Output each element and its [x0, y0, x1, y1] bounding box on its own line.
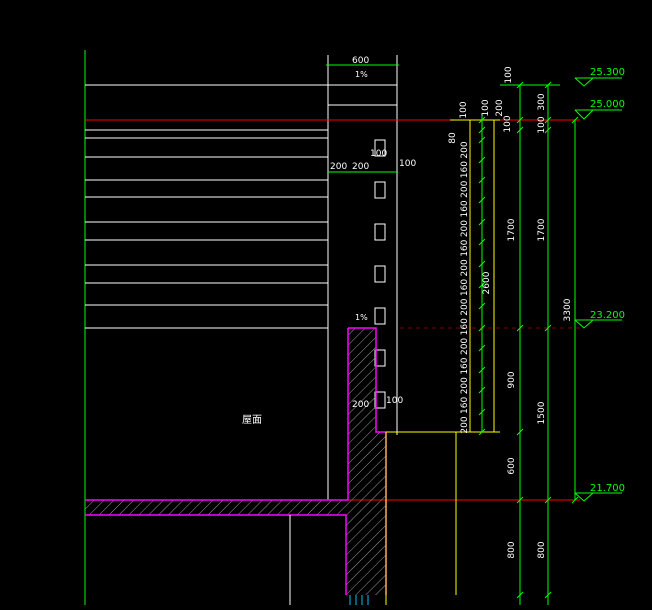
- dim-label-stack: 160: [460, 200, 470, 217]
- dim-label-col2: 2600: [482, 271, 492, 294]
- dim-label-stack: 200: [460, 259, 470, 276]
- dim-label-stack: 200: [460, 141, 470, 158]
- dim-label-stack: 160: [460, 396, 470, 413]
- parapet-slab-outline: [85, 327, 387, 595]
- label-top-width: 600: [352, 56, 369, 66]
- dim-tick: [544, 496, 552, 504]
- dim-label-col2: 100: [503, 115, 513, 132]
- elevation-marker-4: 21.700: [574, 483, 625, 502]
- louver-lines: [85, 129, 328, 329]
- dim-tick: [478, 238, 486, 246]
- dim-tick: [544, 126, 552, 134]
- dim-tick: [571, 116, 579, 124]
- dim-tick: [478, 281, 486, 289]
- window-opening: [374, 139, 386, 157]
- label-roof: 屋面: [242, 414, 262, 426]
- dim-label-col3: 800: [507, 541, 517, 558]
- dim-label-stack: 160: [460, 357, 470, 374]
- dim-tick: [516, 324, 524, 332]
- dim-tick: [544, 116, 552, 124]
- dim-tick: [478, 302, 486, 310]
- label-gap-100-b: 100: [399, 159, 416, 169]
- dim-tick: [544, 81, 552, 89]
- dim-tick: [478, 428, 486, 436]
- dim-tick: [478, 344, 486, 352]
- dim-tick: [516, 116, 524, 124]
- dim-tick: [478, 116, 486, 124]
- dim-label-col1: 100: [459, 101, 469, 118]
- dim-label-col4: 1700: [537, 218, 547, 241]
- dim-label-col2: 200: [495, 99, 505, 116]
- elevation-23-200: 23.200: [590, 310, 625, 321]
- dim-tick: [478, 386, 486, 394]
- dim-label-col4: 300: [537, 93, 547, 110]
- dim-label-col3: 1700: [507, 218, 517, 241]
- label-parapet-100: 100: [386, 396, 403, 406]
- dim-tick: [516, 428, 524, 436]
- dim-ticks: [478, 81, 579, 599]
- dim-tick: [478, 260, 486, 268]
- dim-label-stack: 200: [460, 298, 470, 315]
- dim-tick: [478, 136, 486, 144]
- dim-label-col4: 1500: [537, 401, 547, 424]
- dim-tick: [516, 81, 524, 89]
- dim-label-col5: 3300: [563, 298, 573, 321]
- dim-label-col3: 100: [537, 116, 547, 133]
- elevation-21-700: 21.700: [590, 483, 625, 494]
- dim-label-stack: 160: [460, 239, 470, 256]
- dim-label-stack: 200: [460, 416, 470, 433]
- dim-tick: [478, 408, 486, 416]
- dim-label-stack: 200: [460, 377, 470, 394]
- dim-label-stack: 160: [460, 161, 470, 178]
- dim-label-col1: 80: [448, 132, 458, 144]
- label-parapet-200: 200: [352, 400, 369, 410]
- dim-tick: [478, 176, 486, 184]
- dim-label-col3: 900: [507, 371, 517, 388]
- window-opening: [374, 181, 386, 199]
- label-slope-top: 1%: [355, 70, 368, 79]
- dim-label-stack: 200: [460, 338, 470, 355]
- label-gap-100-a: 100: [370, 149, 387, 159]
- dim-label-stack: 200: [460, 220, 470, 237]
- dim-tick: [478, 156, 486, 164]
- window-opening: [374, 265, 386, 283]
- dim-label-col3: 600: [507, 457, 517, 474]
- dim-tick: [544, 591, 552, 599]
- dim-label-stack: 200: [460, 180, 470, 197]
- label-slope-mid: 1%: [355, 313, 368, 322]
- window-opening: [374, 307, 386, 325]
- elevation-marker-1: 25.300: [574, 67, 625, 87]
- dim-tick: [516, 126, 524, 134]
- dim-label-stack: 160: [460, 279, 470, 296]
- label-dim-200-right: 200: [352, 162, 369, 172]
- dim-tick: [478, 324, 486, 332]
- dim-tick: [478, 196, 486, 204]
- elevation-25-300: 25.300: [590, 67, 625, 78]
- dim-label-col1: 100: [481, 99, 491, 116]
- window-openings: [374, 139, 386, 409]
- label-dim-200-left: 200: [330, 162, 347, 172]
- dim-tick: [571, 496, 579, 504]
- elevation-25-000: 25.000: [590, 99, 625, 110]
- elevation-marker-2: 25.000: [574, 99, 625, 120]
- window-opening: [374, 223, 386, 241]
- dim-tick: [478, 366, 486, 374]
- dim-tick: [544, 324, 552, 332]
- dim-tick: [478, 126, 486, 134]
- dim-label-col4: 800: [537, 541, 547, 558]
- dim-label-col3: 100: [504, 66, 514, 83]
- bottom-marks: [349, 595, 369, 605]
- dim-tick: [478, 218, 486, 226]
- parapet-slab-hatch: [85, 328, 386, 595]
- dim-label-stack: 160: [460, 318, 470, 335]
- dim-tick: [516, 591, 524, 599]
- elevation-marker-3: 23.200: [574, 310, 625, 329]
- dim-tick: [516, 496, 524, 504]
